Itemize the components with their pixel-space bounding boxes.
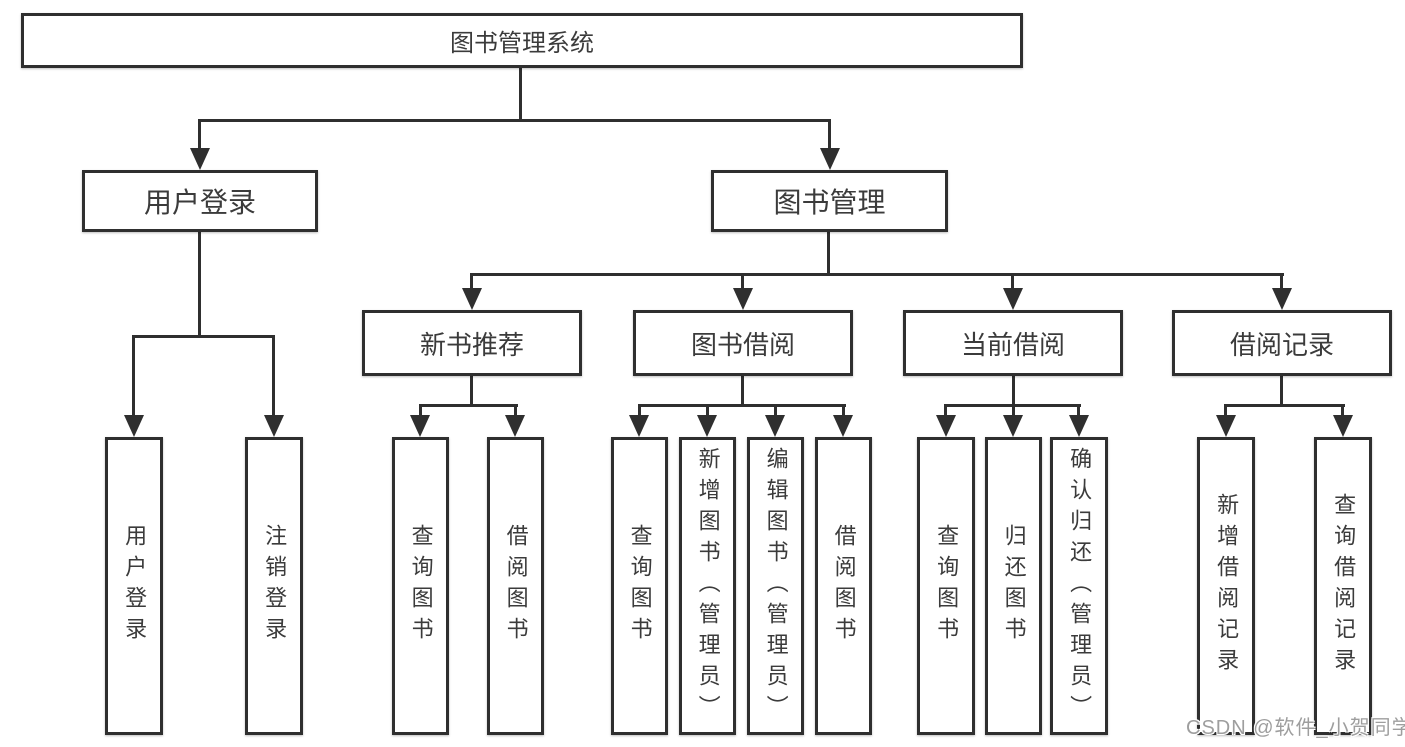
arrowhead-down-icon xyxy=(264,415,284,437)
arrowhead-down-icon xyxy=(505,415,525,437)
node-new-book-recommendation: 新书推荐 xyxy=(362,310,582,376)
edge-new-book-stem xyxy=(470,376,473,407)
node-current-borrowing: 当前借阅 xyxy=(903,310,1123,376)
edge-leaf-stem xyxy=(638,404,641,418)
leaf-user-login: 用户登录 xyxy=(105,437,163,735)
leaf-logout-label: 注销登录 xyxy=(262,524,288,648)
node-new-book-recommendation-label: 新书推荐 xyxy=(419,329,524,360)
leaf-add-books-admin-label: 新增图书（管理员） xyxy=(695,446,721,726)
arrowhead-down-icon xyxy=(124,415,144,437)
edge-leaf-stem xyxy=(514,404,517,418)
edge-book-mgmt-hline xyxy=(470,273,1284,276)
edge-user-login-hline xyxy=(132,335,275,338)
leaf-edit-books-admin: 编辑图书（管理员） xyxy=(747,437,804,735)
arrowhead-down-icon xyxy=(820,148,840,170)
edge-user-login-stem xyxy=(198,232,201,338)
edge-to-current-stem xyxy=(1011,273,1014,292)
leaf-borrow-books-recommend-label: 借阅图书 xyxy=(503,524,529,648)
edge-leaf-stem xyxy=(706,404,709,418)
arrowhead-down-icon xyxy=(410,415,430,437)
node-book-management: 图书管理 xyxy=(711,170,948,232)
leaf-query-borrow-record-label: 查询借阅记录 xyxy=(1331,493,1357,679)
edge-leaf-stem xyxy=(842,404,845,418)
leaf-query-borrow-record: 查询借阅记录 xyxy=(1314,437,1372,735)
edge-root-stem xyxy=(519,68,522,122)
leaf-borrow-books-recommend: 借阅图书 xyxy=(487,437,544,735)
leaf-add-borrow-record: 新增借阅记录 xyxy=(1197,437,1255,735)
arrowhead-down-icon xyxy=(1003,288,1023,310)
leaf-borrow-books: 借阅图书 xyxy=(815,437,872,735)
node-borrowing-records-label: 借阅记录 xyxy=(1229,329,1334,360)
arrowhead-down-icon xyxy=(733,288,753,310)
edge-borrowing-stem xyxy=(741,376,744,407)
leaf-user-login-label: 用户登录 xyxy=(122,524,148,648)
node-user-login: 用户登录 xyxy=(82,170,318,232)
edge-to-records-stem xyxy=(1280,273,1283,292)
edge-leaf-stem xyxy=(419,404,422,418)
node-current-borrowing-label: 当前借阅 xyxy=(960,329,1065,360)
edge-leaf-stem xyxy=(774,404,777,418)
leaf-logout: 注销登录 xyxy=(245,437,303,735)
node-user-login-label: 用户登录 xyxy=(143,187,256,218)
arrowhead-down-icon xyxy=(190,148,210,170)
watermark: CSDN @软件_小贺同学 xyxy=(1186,717,1405,739)
node-root-label: 图书管理系统 xyxy=(450,30,594,57)
edge-new-book-hline xyxy=(419,404,518,407)
arrowhead-down-icon xyxy=(936,415,956,437)
leaf-add-books-admin: 新增图书（管理员） xyxy=(679,437,736,735)
edge-current-stem xyxy=(1012,376,1015,407)
edge-to-book-mgmt-stem xyxy=(828,119,831,150)
arrowhead-down-icon xyxy=(1069,415,1089,437)
leaf-query-books-borrowing: 查询图书 xyxy=(611,437,668,735)
edge-to-user-login-stem xyxy=(198,119,201,150)
edge-leaf-stem xyxy=(132,335,135,417)
leaf-add-borrow-record-label: 新增借阅记录 xyxy=(1214,493,1240,679)
arrowhead-down-icon xyxy=(629,415,649,437)
edge-root-hline xyxy=(198,119,831,122)
node-root: 图书管理系统 xyxy=(21,13,1023,68)
node-book-borrowing-label: 图书借阅 xyxy=(690,329,795,360)
edge-leaf-stem xyxy=(944,404,947,418)
edge-leaf-stem xyxy=(1012,404,1015,418)
edge-leaf-stem xyxy=(1341,404,1344,418)
arrowhead-down-icon xyxy=(1333,415,1353,437)
arrowhead-down-icon xyxy=(833,415,853,437)
leaf-return-books: 归还图书 xyxy=(985,437,1042,735)
leaf-query-books-current: 查询图书 xyxy=(917,437,975,735)
leaf-query-books-recommend-label: 查询图书 xyxy=(408,524,434,648)
leaf-query-books-current-label: 查询图书 xyxy=(934,524,960,648)
node-book-borrowing: 图书借阅 xyxy=(633,310,853,376)
arrowhead-down-icon xyxy=(1003,415,1023,437)
leaf-confirm-return-admin-label: 确认归还（管理员） xyxy=(1067,446,1093,726)
leaf-edit-books-admin-label: 编辑图书（管理员） xyxy=(763,446,789,726)
edge-to-borrowing-stem xyxy=(741,273,744,292)
edge-book-mgmt-stem xyxy=(827,232,830,276)
edge-leaf-stem xyxy=(1224,404,1227,418)
node-borrowing-records: 借阅记录 xyxy=(1172,310,1392,376)
edge-leaf-stem xyxy=(1077,404,1080,418)
arrowhead-down-icon xyxy=(1272,288,1292,310)
node-book-management-label: 图书管理 xyxy=(773,187,886,218)
leaf-query-books-recommend: 查询图书 xyxy=(392,437,449,735)
edge-records-stem xyxy=(1280,376,1283,407)
leaf-confirm-return-admin: 确认归还（管理员） xyxy=(1050,437,1108,735)
edge-to-new-book-stem xyxy=(470,273,473,292)
leaf-query-books-borrowing-label: 查询图书 xyxy=(627,524,653,648)
arrowhead-down-icon xyxy=(765,415,785,437)
arrowhead-down-icon xyxy=(462,288,482,310)
arrowhead-down-icon xyxy=(1216,415,1236,437)
arrowhead-down-icon xyxy=(697,415,717,437)
leaf-return-books-label: 归还图书 xyxy=(1001,524,1027,648)
edge-records-hline xyxy=(1224,404,1345,407)
leaf-borrow-books-label: 借阅图书 xyxy=(831,524,857,648)
edge-leaf-stem xyxy=(272,335,275,417)
edge-borrowing-hline xyxy=(638,404,846,407)
